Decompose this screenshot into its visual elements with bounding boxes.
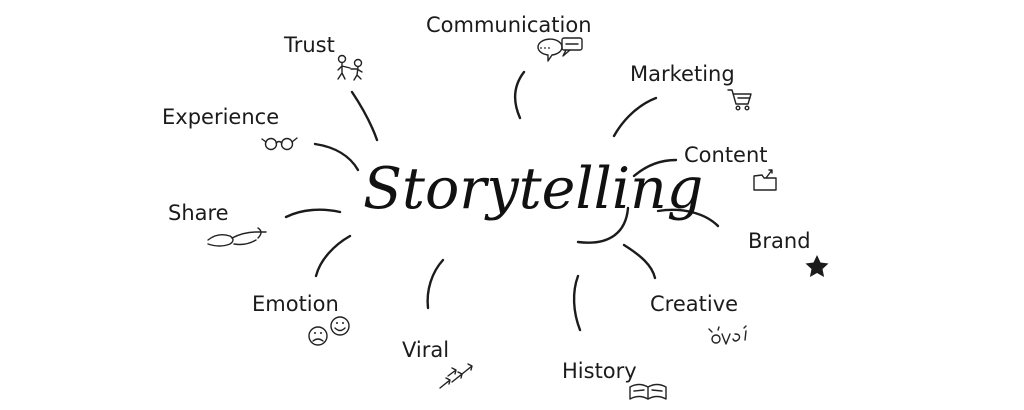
star-icon: [805, 255, 829, 277]
node-label-communication: Communication: [426, 13, 592, 37]
node-label-emotion: Emotion: [252, 292, 339, 316]
connector-communication: [513, 70, 526, 120]
center-title-swash: [576, 206, 630, 244]
connector-creative: [622, 243, 657, 280]
connector-content: [632, 158, 678, 178]
node-label-share: Share: [168, 201, 229, 225]
node-label-creative: Creative: [650, 292, 738, 316]
center-title: Storytelling: [363, 156, 703, 222]
connector-marketing: [612, 96, 658, 138]
connector-emotion: [314, 234, 352, 278]
connector-trust: [350, 90, 379, 142]
creative-doodle-icon: [708, 325, 747, 345]
connector-share: [284, 208, 342, 219]
node-label-content: Content: [684, 143, 768, 167]
connector-history: [572, 274, 582, 332]
node-label-history: History: [562, 359, 637, 383]
arrows-icon: [439, 363, 473, 389]
book-icon: [629, 383, 667, 400]
connector-experience: [313, 142, 360, 172]
shopping-cart-icon: [727, 89, 752, 111]
connector-lines: [284, 70, 720, 332]
node-label-brand: Brand: [748, 229, 811, 253]
node-label-experience: Experience: [162, 105, 279, 129]
node-label-trust: Trust: [283, 33, 335, 57]
glasses-icon: [261, 137, 298, 151]
node-label-marketing: Marketing: [630, 62, 735, 86]
people-handshake-icon: [337, 54, 363, 81]
speech-bubbles-icon: [537, 37, 583, 62]
connector-viral: [426, 258, 445, 310]
folder-icon: [753, 169, 777, 191]
faces-icon: [308, 316, 350, 346]
hands-icon: [207, 227, 267, 247]
node-label-viral: Viral: [402, 338, 449, 362]
connector-brand: [656, 208, 720, 228]
